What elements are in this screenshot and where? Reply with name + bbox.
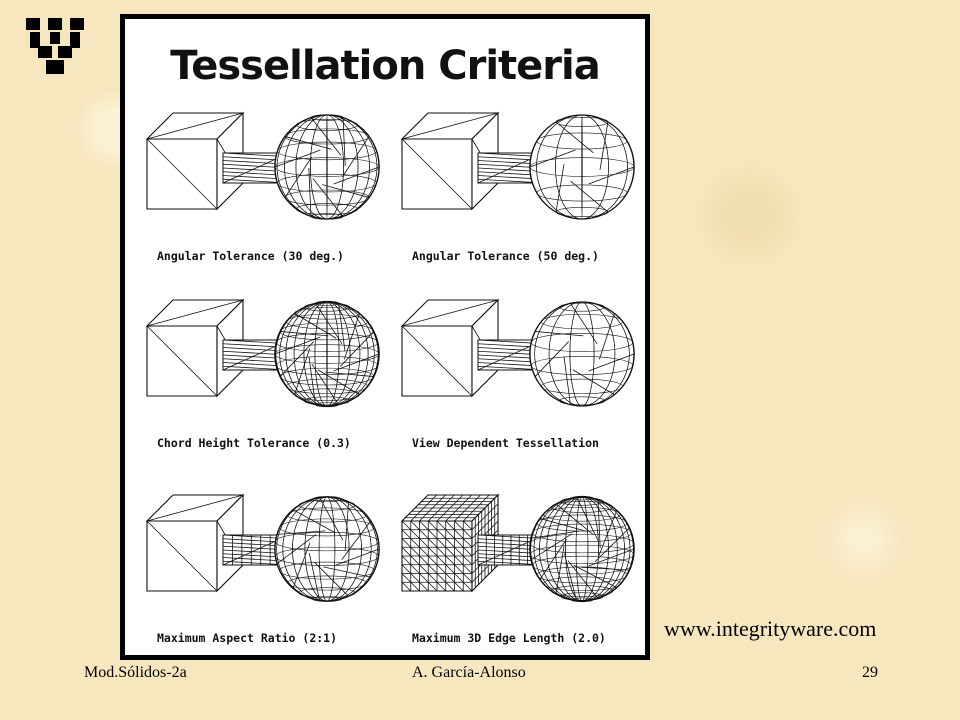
- panel-caption: Maximum 3D Edge Length (2.0): [412, 631, 606, 645]
- tessellation-panel: Angular Tolerance (30 deg.): [145, 111, 380, 263]
- footer-author: A. García-Alonso: [412, 664, 526, 681]
- panel-caption: View Dependent Tessellation: [412, 436, 599, 450]
- tessellation-panel: Maximum 3D Edge Length (2.0): [400, 493, 635, 645]
- footer-course: Mod.Sólidos-2a: [84, 664, 187, 681]
- panel-caption: Angular Tolerance (30 deg.): [157, 249, 344, 263]
- tessellation-panel: Angular Tolerance (50 deg.): [400, 111, 635, 263]
- panel-caption: Chord Height Tolerance (0.3): [157, 436, 351, 450]
- tessellation-panel: View Dependent Tessellation: [400, 298, 635, 450]
- panel-caption: Maximum Aspect Ratio (2:1): [157, 631, 337, 645]
- tessellation-figure-svg: Tessellation Criteria Angular Tolerance …: [145, 43, 635, 645]
- university-logo-icon: [26, 18, 84, 74]
- page-number: 29: [862, 664, 878, 681]
- panel-caption: Angular Tolerance (50 deg.): [412, 249, 599, 263]
- source-url: www.integrityware.com: [664, 616, 877, 641]
- tessellation-figure: Tessellation Criteria Angular Tolerance …: [120, 14, 650, 660]
- tessellation-panel: Maximum Aspect Ratio (2:1): [145, 493, 380, 645]
- figure-title: Tessellation Criteria: [170, 43, 599, 89]
- tessellation-panel: Chord Height Tolerance (0.3): [145, 298, 380, 450]
